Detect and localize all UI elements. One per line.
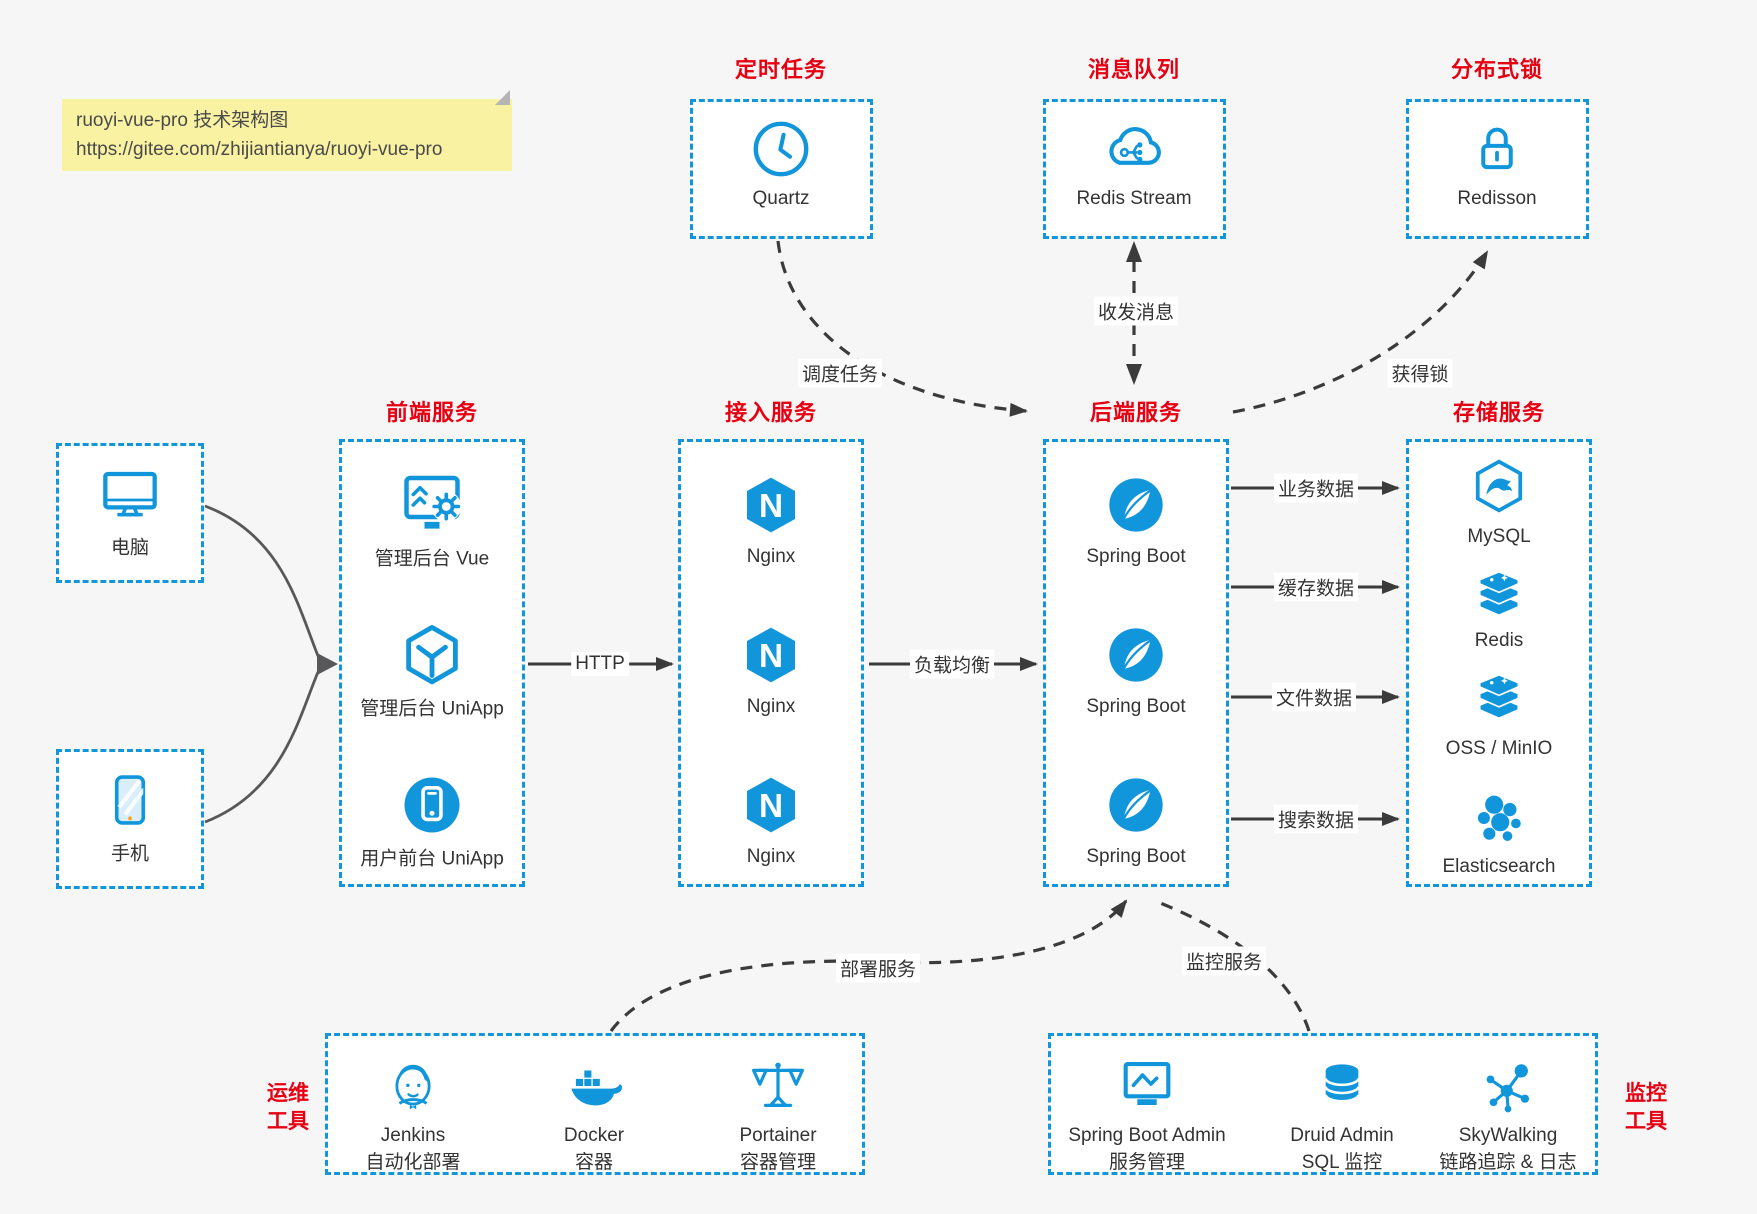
http-label: HTTP (571, 652, 629, 676)
note-url: https://gitee.com/zhijiantianya/ruoyi-vu… (76, 139, 443, 160)
title-distributed-lock: 分布式锁 (1450, 57, 1544, 82)
load-balance-label: 负载均衡 (909, 649, 995, 679)
spring-boot-label: Spring Boot (1086, 696, 1186, 717)
oss-minio-icon (1470, 670, 1528, 728)
portainer-name: Portainer (739, 1125, 817, 1146)
svg-text:N: N (759, 488, 783, 525)
redis-label: Redis (1474, 630, 1524, 651)
docker-label: Docker 容器 (564, 1122, 624, 1176)
jenkins-desc: 自动化部署 (365, 1152, 461, 1173)
portainer-label: Portainer 容器管理 (739, 1122, 816, 1176)
title-backend: 后端服务 (1089, 400, 1183, 425)
jenkins-icon (382, 1055, 444, 1117)
uniapp-cube-icon (398, 621, 466, 689)
spring-boot-label: Spring Boot (1086, 546, 1186, 567)
portainer-icon (748, 1056, 808, 1116)
monitor-label: 监控服务 (1181, 946, 1267, 976)
spring-boot-admin-label: Spring Boot Admin 服务管理 (1068, 1122, 1225, 1176)
druid-admin-label: Druid Admin SQL 监控 (1290, 1122, 1394, 1176)
skywalking-desc: 链路追踪 & 日志 (1439, 1152, 1577, 1173)
redis-icon (1470, 567, 1528, 625)
elasticsearch-label: Elasticsearch (1442, 856, 1556, 877)
spring-boot-admin-icon (1116, 1055, 1178, 1117)
quartz-label: Quartz (752, 188, 810, 209)
note-title: ruoyi-vue-pro 技术架构图 (76, 110, 289, 131)
messaging-arrowhead-up (1126, 241, 1142, 262)
docker-desc: 容器 (574, 1152, 613, 1173)
druid-name: Druid Admin (1290, 1125, 1394, 1146)
svg-text:N: N (759, 788, 783, 825)
redis-stream-box (1043, 99, 1226, 239)
business-data-label: 业务数据 (1273, 473, 1359, 503)
schedule-label: 调度任务 (797, 358, 883, 388)
jenkins-label: Jenkins 自动化部署 (365, 1122, 460, 1176)
ops-title-line2: 工具 (267, 1110, 309, 1133)
mobile-label: 手机 (110, 843, 150, 865)
druid-desc: SQL 监控 (1301, 1152, 1383, 1173)
messaging-label: 收发消息 (1093, 296, 1179, 326)
redisson-label: Redisson (1457, 188, 1537, 209)
redis-stream-label: Redis Stream (1076, 188, 1192, 209)
mq-cloud-icon (1101, 116, 1167, 182)
phone-icon (101, 771, 159, 829)
title-frontend: 前端服务 (385, 400, 479, 425)
skywalking-icon (1479, 1057, 1537, 1115)
cache-data-label: 缓存数据 (1273, 572, 1359, 602)
druid-admin-icon (1314, 1058, 1370, 1114)
acquire-lock-label: 获得锁 (1387, 358, 1453, 388)
mysql-label: MySQL (1467, 526, 1531, 547)
nginx-icon: N (739, 623, 803, 687)
ops-title-line1: 运维 (267, 1082, 309, 1105)
svg-text:N: N (759, 638, 783, 675)
oss-minio-label: OSS / MinIO (1445, 738, 1553, 759)
sticky-note: ruoyi-vue-pro 技术架构图 https://gitee.com/zh… (62, 90, 512, 171)
client-arrowhead (317, 653, 338, 675)
title-scheduled-tasks: 定时任务 (734, 57, 828, 82)
nginx-icon: N (739, 473, 803, 537)
clock-icon (750, 118, 812, 180)
monitor-title-line2: 工具 (1625, 1110, 1667, 1133)
messaging-arrowhead-down (1126, 364, 1142, 385)
title-ops-tools: 运维 工具 (267, 1080, 309, 1136)
monitor-title-line1: 监控 (1625, 1082, 1667, 1105)
skywalking-label: SkyWalking 链路追踪 & 日志 (1439, 1122, 1576, 1176)
spring-boot-label: Spring Boot (1086, 846, 1186, 867)
lock-icon (1467, 119, 1527, 179)
skywalking-name: SkyWalking (1458, 1125, 1558, 1146)
title-storage: 存储服务 (1452, 400, 1546, 425)
sba-desc: 服务管理 (1108, 1152, 1185, 1173)
nginx-icon: N (739, 773, 803, 837)
spring-boot-icon (1104, 623, 1168, 687)
admin-vue-icon (396, 469, 468, 541)
client-to-frontend-arrows (204, 504, 320, 824)
title-gateway: 接入服务 (724, 400, 818, 425)
nginx-label: Nginx (746, 846, 796, 867)
admin-uniapp-label: 管理后台 UniApp (360, 698, 504, 720)
search-data-label: 搜索数据 (1273, 804, 1359, 834)
user-uniapp-icon (399, 772, 465, 838)
nginx-label: Nginx (746, 546, 796, 567)
title-monitor-tools: 监控 工具 (1625, 1080, 1667, 1136)
acquire-lock-arrow (1232, 250, 1489, 414)
admin-vue-label: 管理后台 Vue (374, 548, 490, 570)
docker-icon (563, 1055, 625, 1117)
deploy-label: 部署服务 (835, 953, 921, 983)
mysql-icon (1469, 456, 1529, 516)
desktop-icon (98, 462, 162, 526)
spring-boot-icon (1104, 473, 1168, 537)
portainer-desc: 容器管理 (739, 1152, 817, 1173)
pc-label: 电脑 (110, 537, 150, 559)
docker-name: Docker (563, 1125, 625, 1146)
spring-boot-icon (1104, 773, 1168, 837)
nginx-label: Nginx (746, 696, 796, 717)
title-message-queue: 消息队列 (1087, 57, 1181, 82)
elasticsearch-icon (1470, 789, 1528, 847)
user-uniapp-label: 用户前台 UniApp (360, 848, 504, 870)
file-data-label: 文件数据 (1271, 682, 1357, 712)
note-fold-corner (495, 90, 510, 105)
jenkins-name: Jenkins (380, 1125, 446, 1146)
sba-name: Spring Boot Admin (1068, 1125, 1226, 1146)
